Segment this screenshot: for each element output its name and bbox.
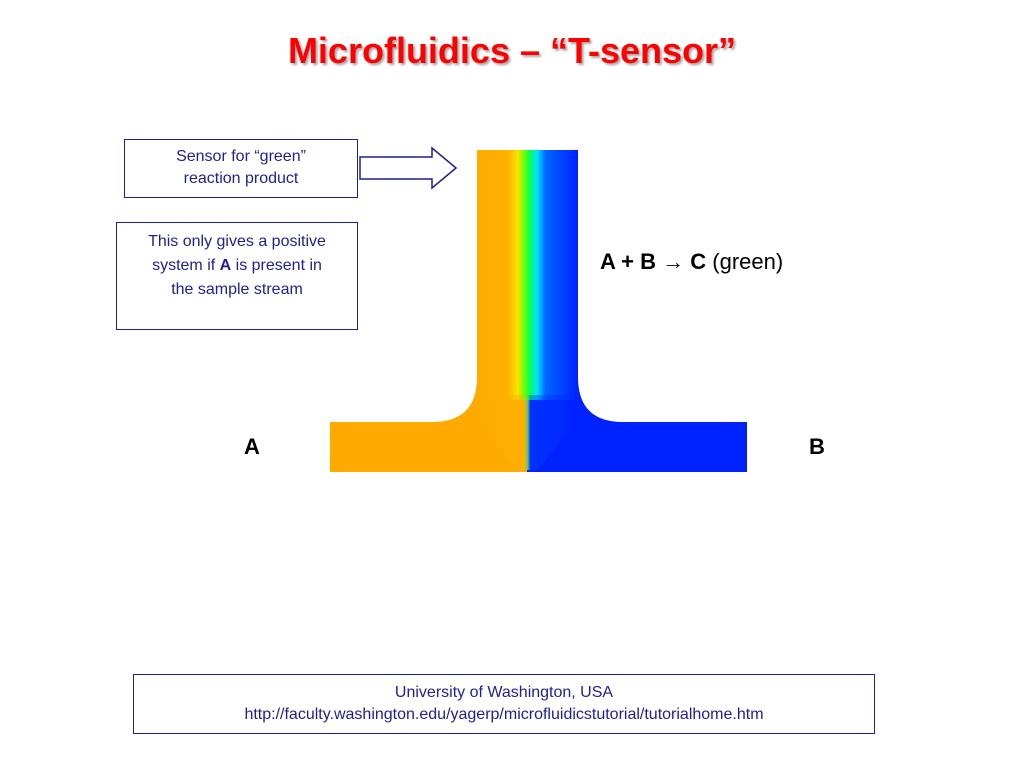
note-line2-post: is present in (231, 257, 322, 274)
sensor-callout: Sensor for “green” reaction product (124, 139, 358, 198)
note-line2-bold: A (219, 257, 232, 274)
mixing-channel (477, 150, 578, 400)
sensor-callout-line1: Sensor for “green” (176, 148, 306, 165)
note-line2-pre: system if (152, 257, 220, 274)
sensor-callout-line2: reaction product (183, 170, 299, 187)
credit-link[interactable]: http://faculty.washington.edu/yagerp/mic… (244, 706, 764, 723)
inlet-b-label: B (809, 434, 825, 459)
inlet-a-label: A (244, 434, 260, 459)
note-callout: This only gives a positive system if A i… (116, 222, 358, 330)
junction (477, 395, 578, 470)
reaction-equation: A + B → C (green) (600, 249, 783, 275)
credit-line1: University of Washington, USA (394, 684, 614, 701)
reaction-arrow-icon: → (662, 249, 685, 274)
note-line3: the sample stream (171, 281, 303, 298)
note-line1: This only gives a positive (148, 233, 326, 250)
sensor-arrow-icon (359, 146, 458, 190)
reaction-product-note: (green) (712, 249, 784, 274)
slide-title: Microfluidics – “T-sensor” (287, 30, 737, 71)
reaction-product: C (690, 249, 707, 274)
credit-box: University of Washington, USA http://fac… (133, 674, 875, 734)
reaction-reactants: A + B (600, 249, 657, 274)
note-line2: system if A is present in (117, 254, 357, 278)
